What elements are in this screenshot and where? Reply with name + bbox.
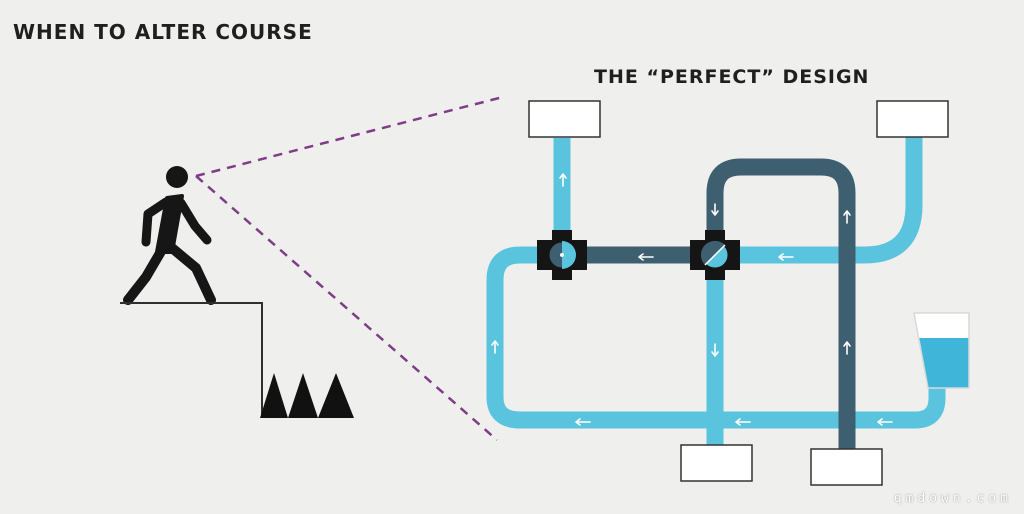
watermark: qmdown.com	[893, 491, 1012, 506]
flow-arrow-icon	[575, 418, 591, 426]
dark-loop-pipe	[706, 158, 856, 449]
light-pipes	[486, 135, 946, 445]
water-tank-icon	[913, 312, 970, 389]
flow-arrow-icon	[843, 341, 851, 355]
sight-lines	[195, 95, 504, 441]
page-title: WHEN TO ALTER COURSE	[13, 20, 313, 44]
flow-arrow-icon	[711, 203, 719, 216]
flow-arrow-icon	[638, 253, 654, 261]
top-left-box	[528, 100, 601, 138]
cliff-edge	[120, 302, 263, 418]
flow-arrow-icon	[877, 418, 893, 426]
bottom-right-box	[810, 448, 883, 486]
valve-icon	[690, 230, 740, 280]
bottom-left-box	[680, 444, 753, 482]
endpoint-boxes	[528, 100, 949, 486]
flow-arrow-icon	[843, 210, 851, 224]
person-walking-icon	[123, 166, 216, 305]
right-inlet-pipe	[706, 135, 923, 445]
flow-arrow-icon	[778, 253, 794, 261]
left-loop-pipe	[486, 138, 946, 429]
flow-arrow-icon	[491, 340, 499, 354]
flow-arrow-icon	[735, 418, 751, 426]
spike-trap-icon	[260, 373, 354, 418]
flow-arrow-icon	[559, 173, 567, 187]
dark-pipes	[562, 158, 856, 449]
valve-icon	[537, 230, 587, 280]
top-right-box	[876, 100, 949, 138]
flow-arrow-icon	[711, 343, 719, 357]
design-title: THE “PERFECT” DESIGN	[594, 66, 870, 88]
